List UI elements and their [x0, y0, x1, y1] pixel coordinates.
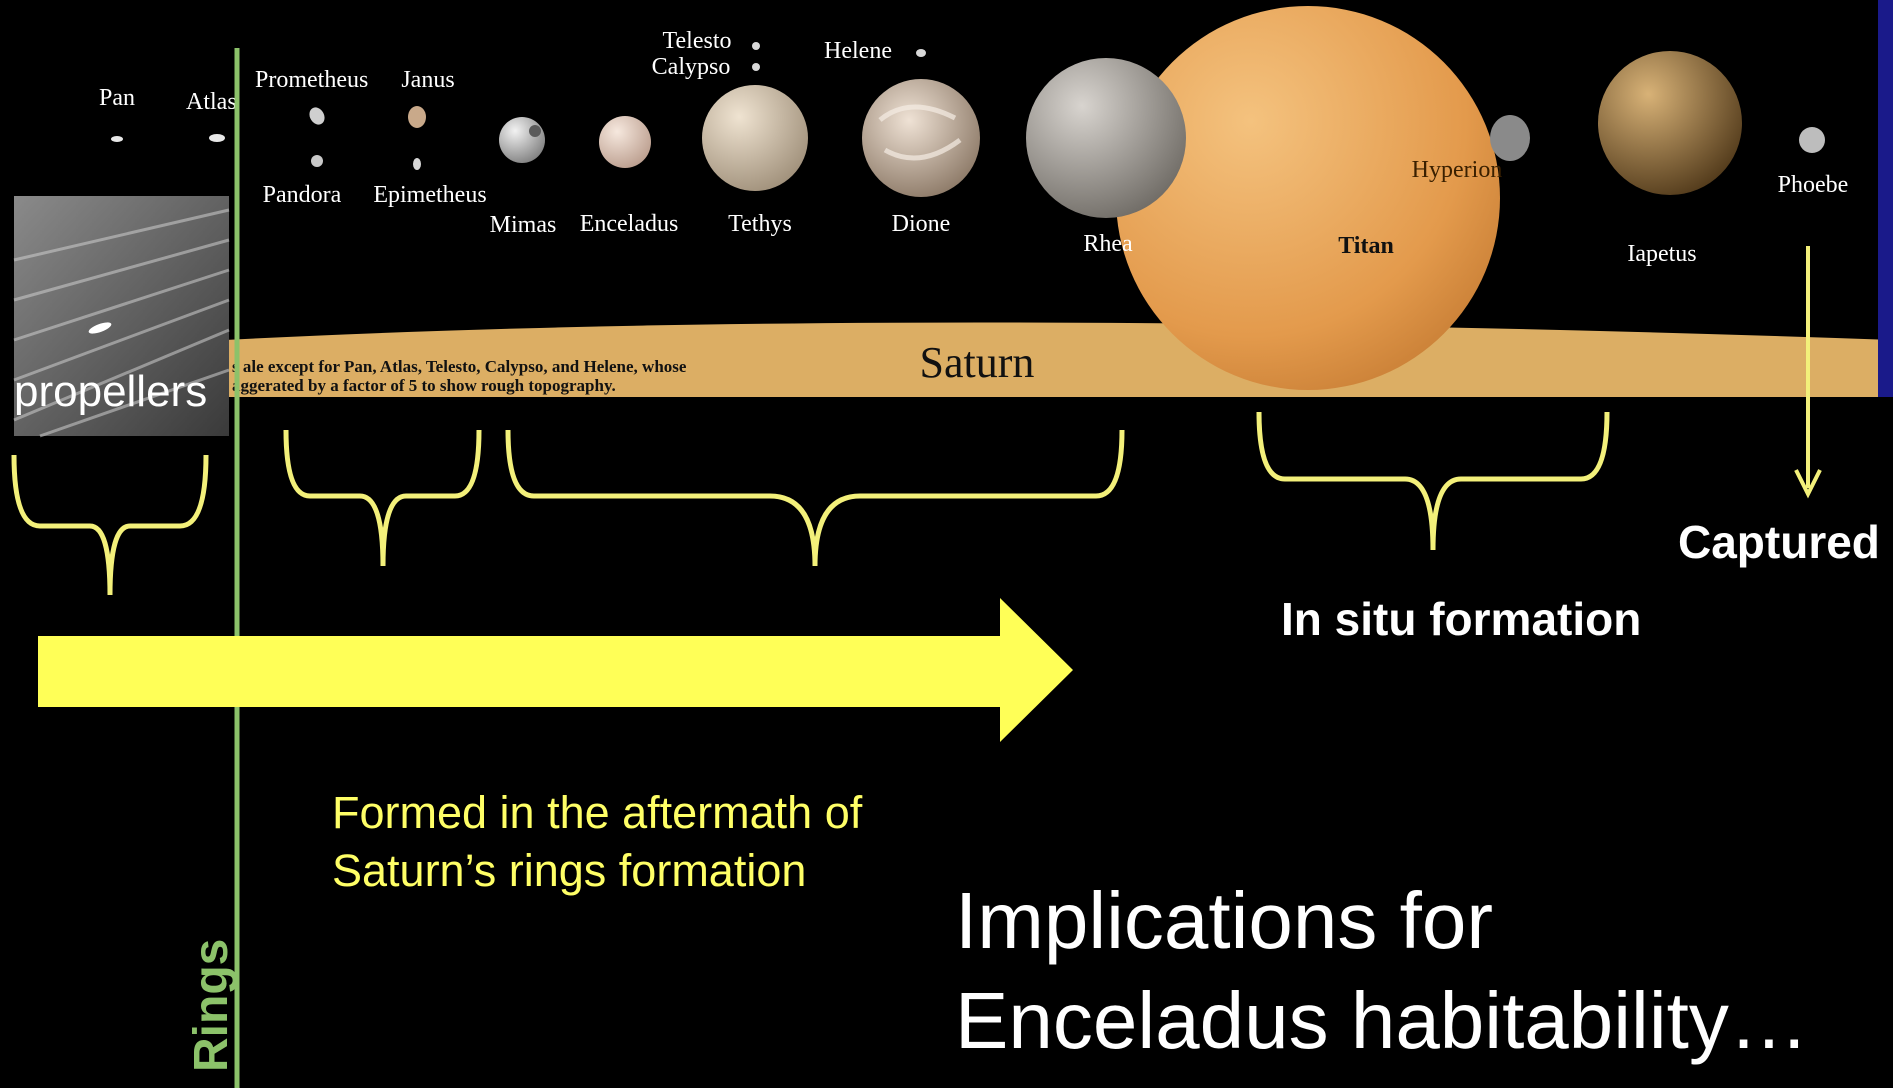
scale-note-line2: aggerated by a factor of 5 to show rough…	[232, 376, 616, 395]
moon-label-atlas: Atlas	[186, 89, 237, 115]
captured-label: Captured	[1678, 515, 1880, 569]
in-situ-label: In situ formation	[1281, 592, 1641, 646]
phoebe-moon	[1799, 127, 1825, 153]
bracket-regular	[508, 430, 1122, 566]
moon-label-helene: Helene	[824, 38, 892, 64]
implications-line1: Implications for	[955, 875, 1493, 967]
rings-label: Rings	[185, 939, 238, 1072]
moon-label-titan: Titan	[1338, 233, 1394, 259]
formed-line2: Saturn’s rings formation	[332, 845, 806, 897]
formed-line1: Formed in the aftermath of	[332, 787, 862, 839]
scale-note-line1: s ale except for Pan, Atlas, Telesto, Ca…	[232, 357, 687, 376]
figure-edge	[1878, 0, 1893, 397]
moon-label-epimetheus: Epimetheus	[373, 182, 486, 208]
formation-arrow	[38, 598, 1073, 742]
moon-label-mimas: Mimas	[490, 212, 557, 238]
moon-label-calypso: Calypso	[652, 54, 731, 80]
epimetheus-moon	[413, 158, 421, 170]
calypso-moon	[752, 63, 760, 71]
moon-label-hyperion: Hyperion	[1412, 157, 1503, 183]
iapetus-moon	[1598, 51, 1742, 195]
saturn-label: Saturn	[920, 338, 1035, 387]
tethys-moon	[702, 85, 808, 191]
enceladus-moon	[599, 116, 651, 168]
telesto-moon	[752, 42, 760, 50]
moon-label-pandora: Pandora	[263, 182, 342, 208]
bracket-in-situ	[1259, 412, 1607, 550]
moon-label-rhea: Rhea	[1083, 231, 1133, 257]
moon-label-dione: Dione	[892, 211, 951, 237]
moon-label-pan: Pan	[99, 85, 135, 111]
moon-label-prometheus: Prometheus	[255, 67, 368, 93]
pan-moon	[111, 136, 123, 142]
helene-moon	[916, 49, 926, 57]
bracket-shepherds	[286, 430, 479, 566]
pandora-moon	[311, 155, 323, 167]
moon-label-enceladus: Enceladus	[580, 211, 679, 237]
moon-label-telesto: Telesto	[663, 28, 732, 54]
brackets	[14, 412, 1607, 595]
mimas-crater	[529, 125, 541, 137]
bracket-rings	[14, 455, 206, 595]
janus-moon	[408, 106, 426, 128]
moon-label-tethys: Tethys	[728, 211, 792, 237]
implications-line2: Enceladus habitability…	[955, 975, 1809, 1067]
prometheus-moon	[306, 105, 327, 128]
mimas-moon	[499, 117, 545, 163]
atlas-moon	[209, 134, 225, 142]
titan-globe	[1116, 6, 1500, 390]
moon-label-iapetus: Iapetus	[1627, 241, 1696, 267]
propellers-label: propellers	[14, 367, 207, 416]
moon-label-janus: Janus	[401, 67, 454, 93]
moon-label-phoebe: Phoebe	[1778, 172, 1849, 198]
hyperion-moon	[1490, 115, 1530, 161]
rhea-moon	[1026, 58, 1186, 218]
dione-moon	[862, 79, 980, 197]
